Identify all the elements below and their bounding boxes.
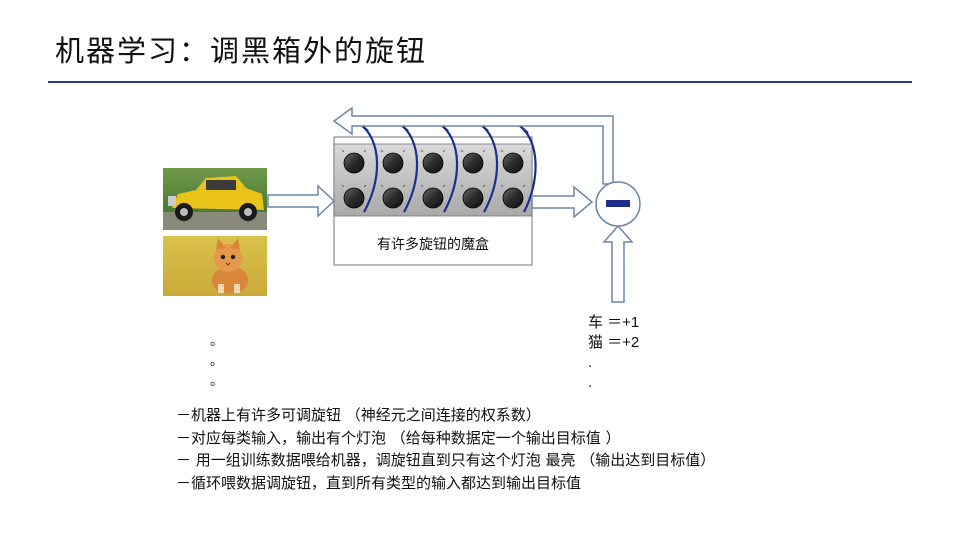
minus-sign bbox=[606, 200, 630, 207]
knob-row-bottom bbox=[343, 187, 524, 209]
output-ellipsis: . bbox=[588, 374, 593, 391]
left-dot: 。 bbox=[210, 354, 224, 369]
kitten-image bbox=[163, 236, 267, 296]
car-image bbox=[163, 168, 267, 230]
page-title: 机器学习：调黑箱外的旋钮 bbox=[55, 34, 428, 68]
bullet-item: －机器上有许多可调旋钮 （神经元之间连接的权系数） bbox=[176, 406, 541, 424]
output-ellipsis: . bbox=[588, 354, 593, 371]
input-arrow bbox=[267, 184, 336, 218]
left-dots: 。 。 。 bbox=[210, 332, 223, 392]
output-target-cat: 猫 ＝+2 bbox=[588, 334, 640, 351]
feedback-arrow bbox=[332, 106, 614, 185]
magic-box-label: 有许多旋钮的魔盒 bbox=[377, 237, 489, 253]
bullet-item: －对应每类输入，输出有个灯泡 （给每种数据定一个输出目标值 ） bbox=[176, 428, 621, 447]
magic-box bbox=[333, 136, 533, 266]
bullet-item: －循环喂数据调旋钮，直到所有类型的输入都达到输出目标值 bbox=[176, 473, 582, 492]
knob-row-top bbox=[343, 152, 524, 174]
title-divider bbox=[48, 81, 912, 83]
output-targets: 车 ＝+1 猫 ＝+2 . . bbox=[588, 312, 639, 392]
comparator bbox=[595, 181, 641, 227]
bullet-list: －机器上有许多可调旋钮 （神经元之间连接的权系数） －对应每类输入，输出有个灯泡… bbox=[176, 404, 715, 494]
bullet-item: － 用一组训练数据喂给机器，调旋钮直到只有这个灯泡 最亮 （输出达到目标值） bbox=[176, 451, 716, 469]
output-target-car: 车 ＝+1 bbox=[588, 314, 640, 331]
left-dot: 。 bbox=[210, 374, 224, 389]
target-arrow bbox=[602, 224, 634, 303]
output-arrow bbox=[531, 185, 594, 219]
left-dot: 。 bbox=[210, 334, 224, 349]
